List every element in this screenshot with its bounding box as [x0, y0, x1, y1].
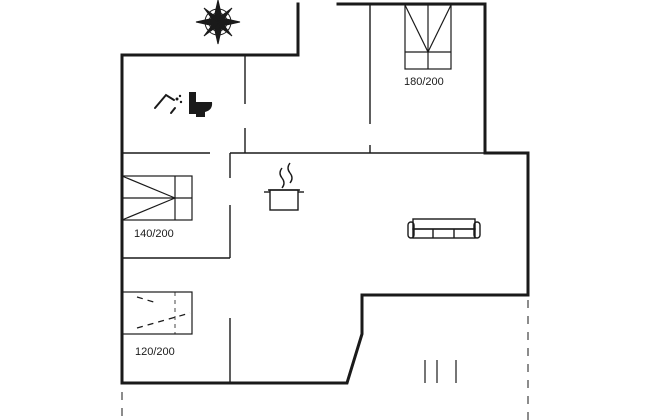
terrace-outline	[121, 300, 529, 420]
sofa-icon	[407, 218, 481, 239]
bed-size-label-bottom: 120/200	[135, 346, 175, 358]
compass-rose-icon	[195, 0, 241, 45]
terrace-steps	[424, 360, 457, 383]
interior-walls	[122, 4, 485, 383]
shower-icon	[154, 93, 183, 114]
double-bed-icon	[404, 4, 452, 70]
cooking-pot-icon	[264, 162, 304, 211]
double-bed-icon	[121, 175, 193, 221]
bed-size-label-middle: 140/200	[134, 228, 174, 240]
outer-walls	[120, 2, 530, 385]
bed-icon	[121, 291, 193, 335]
bed-size-label-top: 180/200	[404, 76, 444, 88]
toilet-icon	[189, 92, 213, 117]
